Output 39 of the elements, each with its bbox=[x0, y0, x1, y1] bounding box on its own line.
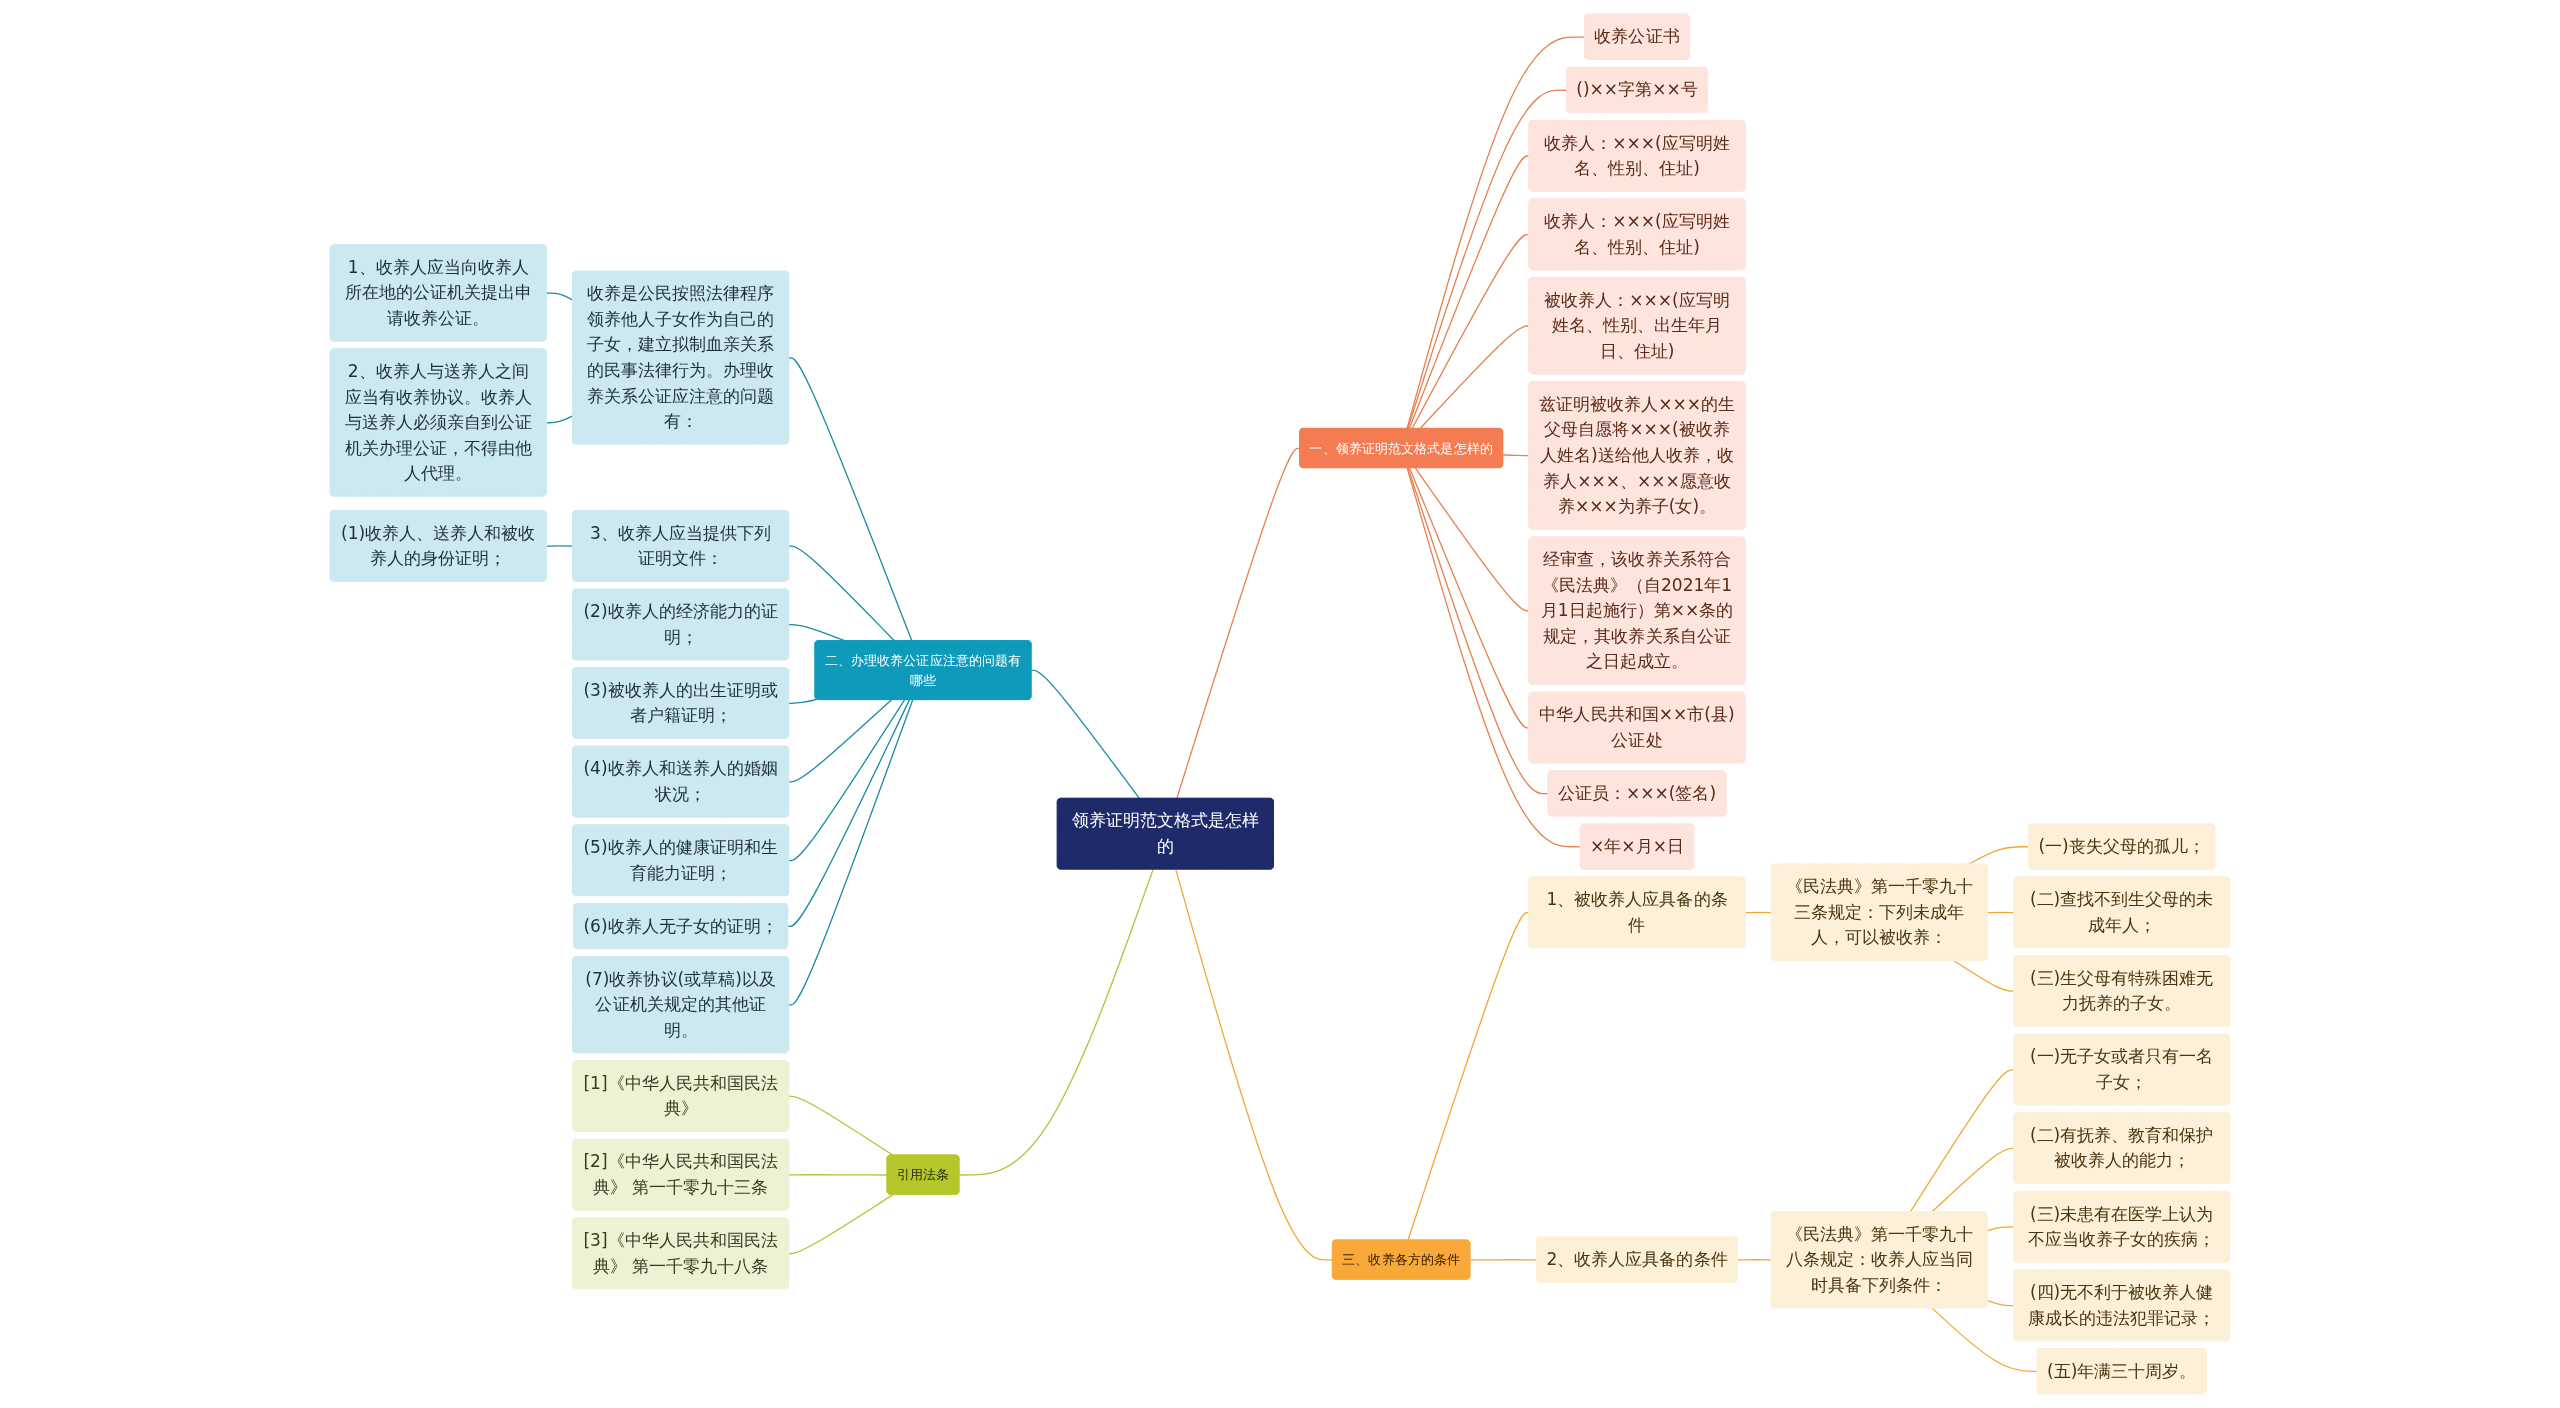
connector bbox=[1931, 1307, 2039, 1373]
connector bbox=[1407, 911, 1530, 1241]
connector bbox=[788, 545, 896, 642]
connector bbox=[1967, 846, 2030, 866]
connector bbox=[1176, 447, 1301, 800]
connector bbox=[787, 699, 911, 928]
connector bbox=[1419, 325, 1530, 430]
connector bbox=[788, 1174, 888, 1176]
connector bbox=[788, 1193, 894, 1255]
connector bbox=[788, 1095, 894, 1156]
connector bbox=[546, 292, 574, 301]
connector bbox=[1408, 467, 1530, 729]
connector bbox=[1987, 1300, 2015, 1307]
connector bbox=[1737, 1259, 1773, 1261]
connector bbox=[1502, 454, 1530, 457]
connector bbox=[1744, 911, 1773, 914]
connector bbox=[1987, 1226, 2015, 1232]
connector bbox=[1931, 1147, 2015, 1213]
connector bbox=[1414, 467, 1530, 612]
connector bbox=[788, 699, 914, 1006]
connector bbox=[1175, 868, 1334, 1261]
connector bbox=[1411, 233, 1530, 430]
connector bbox=[1909, 1069, 2015, 1213]
connector bbox=[1408, 155, 1530, 430]
connector bbox=[958, 868, 1154, 1176]
connector bbox=[788, 357, 913, 642]
connector bbox=[788, 698, 818, 704]
connector bbox=[1406, 467, 1582, 848]
connector bbox=[546, 545, 574, 547]
connector bbox=[1953, 960, 2015, 992]
connector bbox=[1469, 1259, 1538, 1261]
connector bbox=[1407, 467, 1549, 795]
connector bbox=[788, 699, 906, 862]
connector bbox=[1030, 669, 1141, 800]
connector bbox=[1406, 36, 1586, 430]
connector bbox=[1407, 89, 1568, 430]
connector bbox=[546, 415, 574, 424]
connector bbox=[1987, 911, 2015, 914]
connector bbox=[788, 699, 892, 783]
